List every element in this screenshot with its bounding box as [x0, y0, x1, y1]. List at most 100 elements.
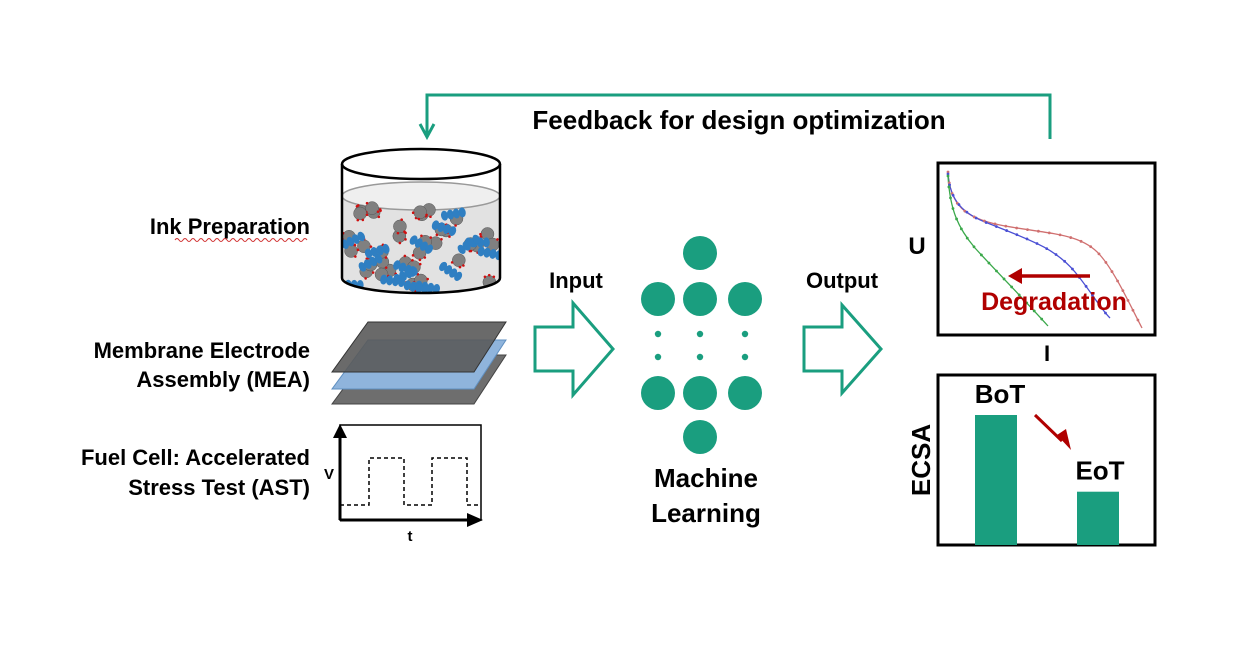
curve-marker — [994, 225, 998, 228]
nn-node — [641, 282, 675, 316]
ionomer-chain — [342, 231, 366, 249]
ast-label-line1: Fuel Cell: Accelerated — [81, 445, 310, 470]
nn-node — [641, 376, 675, 410]
curve-marker — [959, 227, 963, 231]
nn-ellipsis-dot — [696, 353, 704, 361]
curve-marker — [1121, 289, 1125, 293]
nn-node — [683, 376, 717, 410]
curve-marker — [1126, 299, 1130, 302]
ast-y-axis-arrow — [333, 424, 347, 438]
curve-marker — [1084, 284, 1088, 288]
curve-marker — [1116, 279, 1119, 283]
curve-marker — [951, 207, 955, 210]
curve-marker — [1104, 311, 1107, 315]
input-flow: Input — [533, 268, 615, 400]
ionomer-chain — [440, 207, 466, 221]
curve-marker — [1025, 301, 1029, 305]
curve-marker — [1097, 252, 1101, 256]
curve-marker — [984, 221, 988, 224]
ionomer-chain — [403, 280, 429, 293]
ast-y-axis-label: V — [324, 466, 334, 483]
feedback-loop: Feedback for design optimization — [418, 93, 1052, 141]
polarization-curve-plot: U I Degradation — [908, 161, 1157, 366]
curve-marker — [1089, 245, 1093, 249]
catalyst-particle — [393, 219, 407, 234]
ionomer-chain — [431, 220, 457, 236]
ecsa-bar-label-bot: BoT — [975, 379, 1026, 409]
curve-marker — [965, 236, 969, 240]
mea-label-line1: Membrane Electrode — [94, 338, 310, 363]
curve-marker — [1058, 233, 1062, 237]
curve-marker — [1036, 229, 1040, 233]
mea-label-line2: Assembly (MEA) — [136, 367, 310, 392]
ink-preparation-label: Ink Preparation — [150, 214, 310, 239]
feedback-arrow-head — [418, 123, 436, 141]
curve-marker — [946, 170, 950, 174]
curve-marker — [1015, 233, 1019, 237]
curve-marker — [1026, 228, 1029, 232]
nn-ellipsis-dot — [741, 330, 749, 338]
curve-marker — [946, 174, 950, 178]
curve-marker — [1054, 253, 1058, 256]
catalyst-particle — [413, 205, 427, 219]
ionomer-chain — [358, 254, 383, 272]
input-label: Input — [549, 268, 603, 293]
ecsa-y-label: ECSA — [906, 424, 936, 496]
bot-to-eot-arrow-line — [1033, 413, 1064, 443]
curve-marker — [1131, 308, 1135, 312]
curve-marker — [995, 269, 998, 273]
curve-marker — [972, 245, 976, 249]
curve-marker — [979, 253, 983, 257]
nn-node — [728, 376, 762, 410]
curve-marker — [987, 261, 991, 265]
output-arrow — [802, 301, 884, 397]
spellcheck-underline — [174, 238, 308, 242]
nn-ellipsis-dot — [741, 353, 749, 361]
ast-square-wave — [340, 457, 478, 506]
curve-marker — [1079, 239, 1083, 243]
curve-marker — [1004, 224, 1008, 228]
ml-label-line1: Machine — [654, 463, 758, 493]
ml-label-line2: Learning — [651, 498, 761, 528]
curve-marker — [993, 222, 997, 226]
ionomer-chain — [439, 261, 463, 281]
output-flow: Output — [802, 268, 884, 397]
polarization-y-label: U — [908, 233, 925, 260]
curve-marker — [1010, 285, 1014, 289]
curve-marker — [1032, 309, 1036, 313]
curve-marker — [1104, 261, 1108, 264]
feedback-arrow-line — [425, 93, 1052, 139]
ink-beaker-illustration — [340, 147, 502, 295]
degradation-arrow-head — [1008, 268, 1022, 284]
curve-marker — [974, 216, 978, 220]
curve-marker — [1063, 259, 1067, 263]
ecsa-bar-label-eot: EoT — [1075, 456, 1124, 486]
curve-marker — [1035, 242, 1039, 245]
curve-marker — [1040, 317, 1044, 321]
ast-x-axis-arrow — [467, 513, 483, 527]
ecsa-bar-eot — [1077, 491, 1119, 545]
beaker-rim — [340, 147, 502, 181]
ionomer-chain — [364, 243, 390, 259]
nn-node — [683, 282, 717, 316]
polarization-x-label: I — [1044, 341, 1050, 366]
curve-marker — [1047, 231, 1051, 235]
curve-marker — [1017, 293, 1021, 297]
mea-stack-illustration — [331, 321, 507, 405]
input-arrow — [533, 298, 615, 400]
curve-marker — [1015, 226, 1019, 230]
feedback-label: Feedback for design optimization — [532, 105, 945, 135]
ast-voltage-cycle-plot: V t — [324, 424, 483, 545]
curve-marker — [1091, 293, 1094, 297]
curve-marker — [1071, 267, 1074, 271]
ionomer-chain — [457, 234, 481, 254]
curve-marker — [1110, 270, 1114, 273]
curve-marker — [1069, 236, 1073, 239]
degradation-annotation: Degradation — [981, 288, 1127, 316]
mea-top-layer — [331, 321, 507, 373]
curve-marker — [946, 172, 950, 176]
curve-marker — [955, 217, 958, 221]
ast-x-axis-label: t — [408, 528, 413, 545]
curve-marker — [949, 196, 952, 200]
